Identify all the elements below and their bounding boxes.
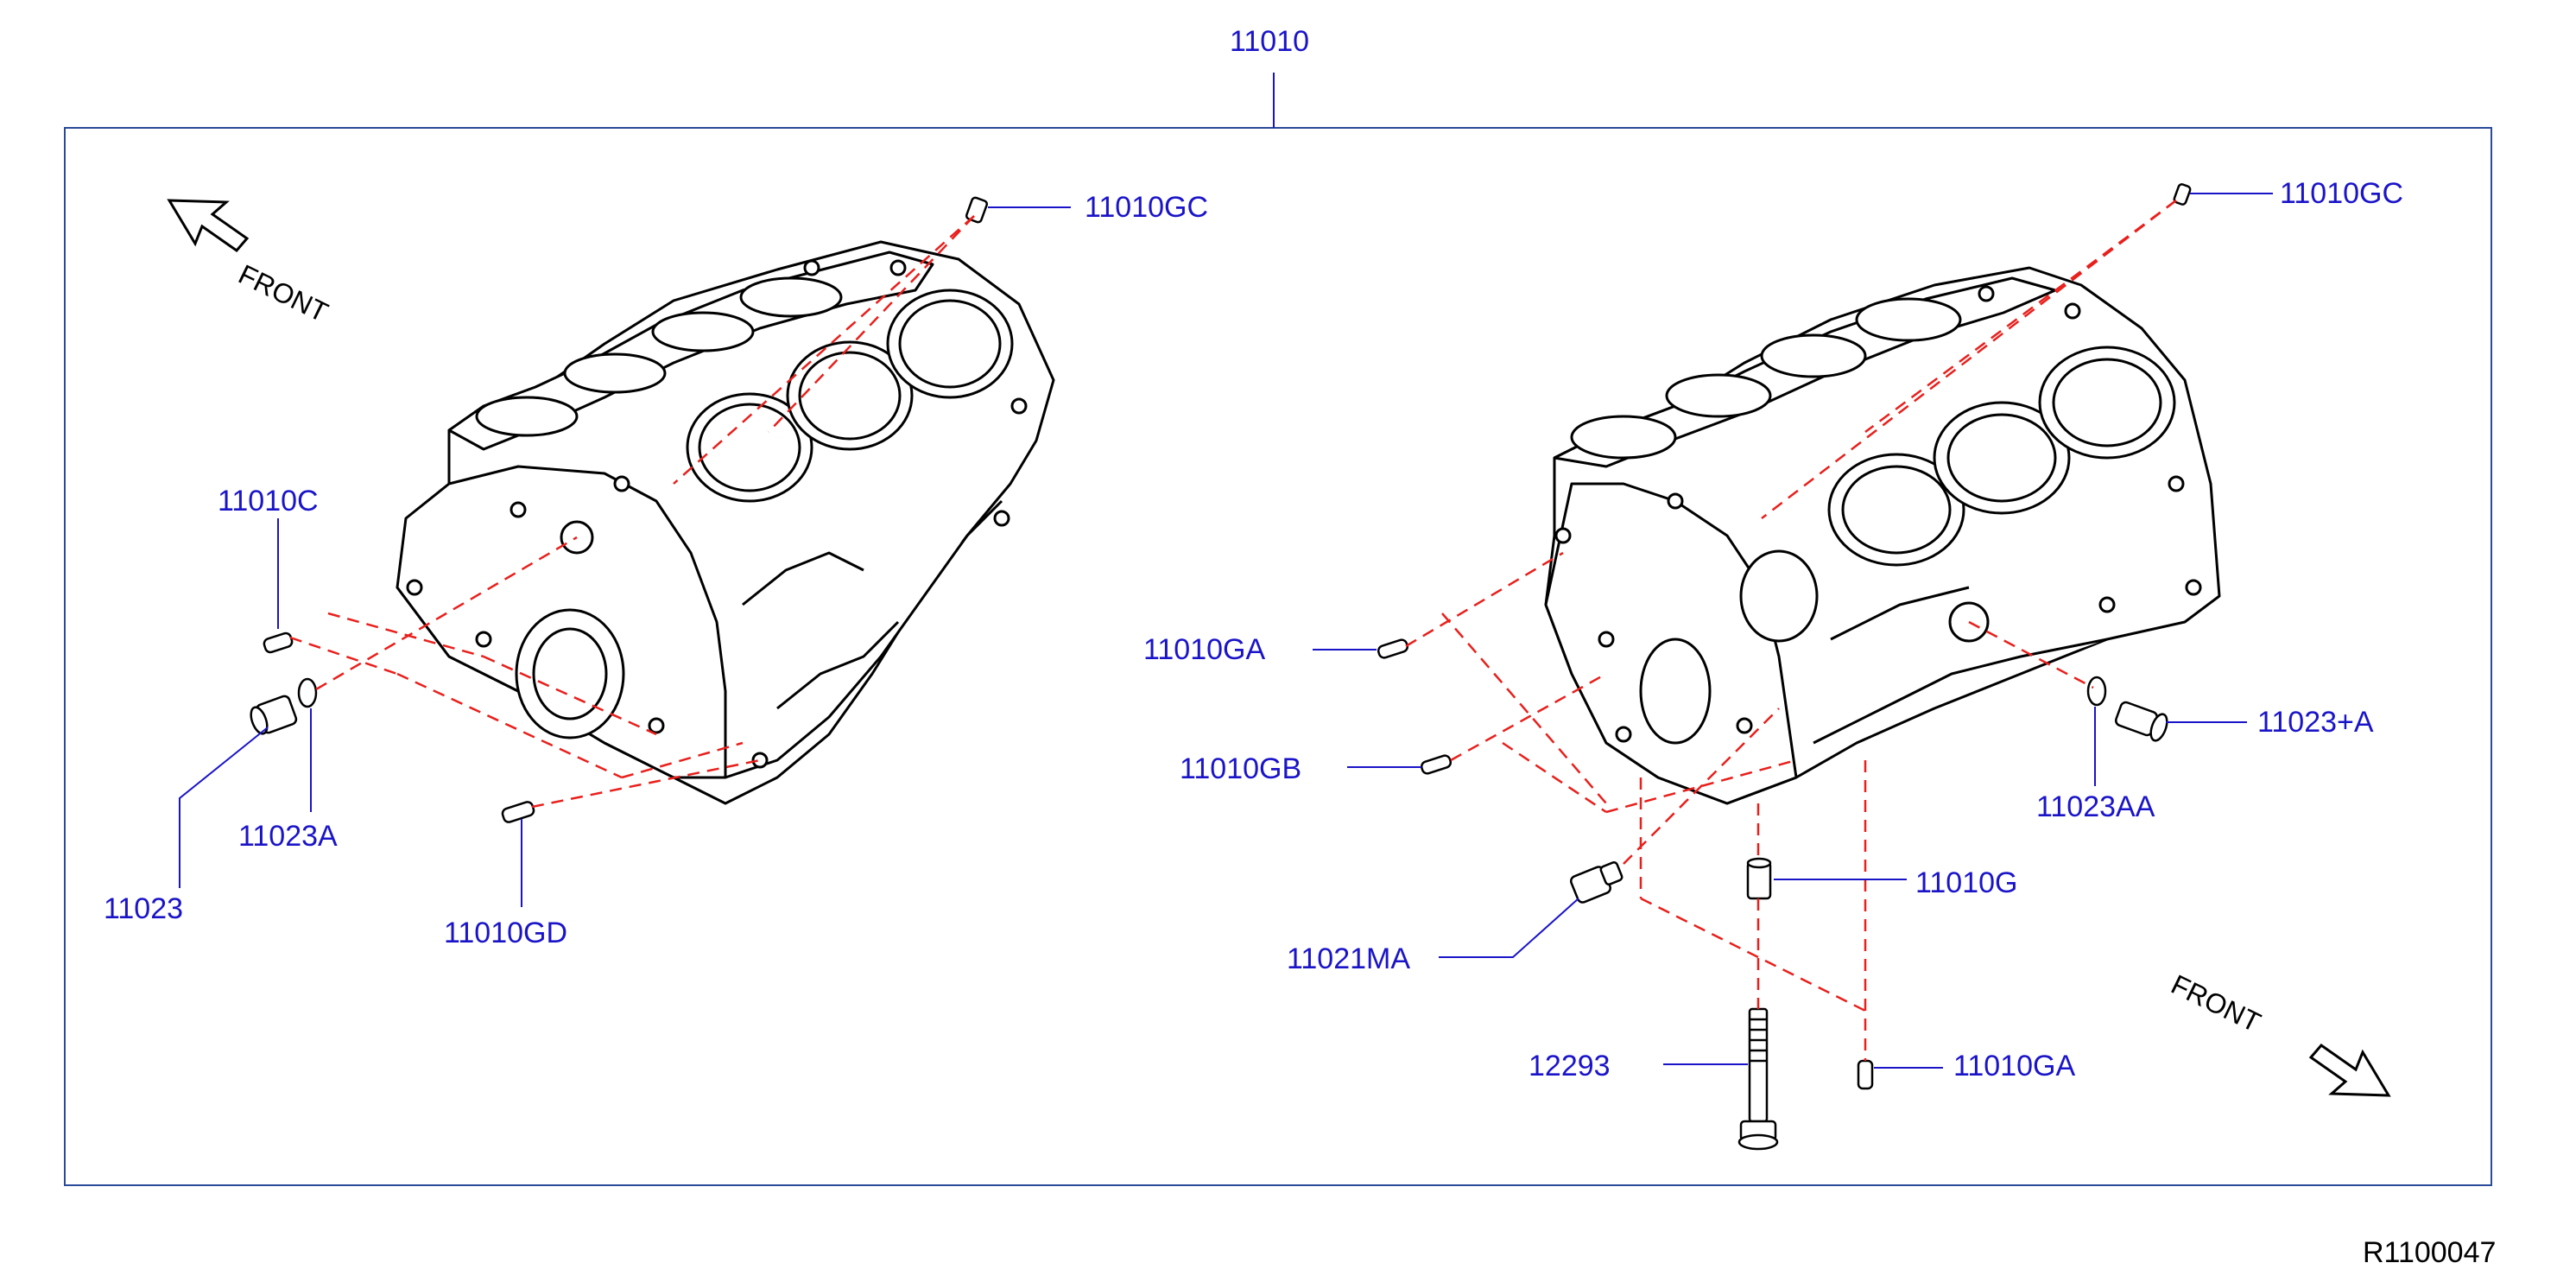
bolt-12293-right-icon bbox=[1737, 1007, 1779, 1151]
assembly-dashed-lines bbox=[289, 199, 2177, 1061]
plug-11023plusa-right-icon bbox=[2114, 701, 2168, 742]
dowel-11010ga-upper-right-icon bbox=[1377, 638, 1409, 659]
callout-11010c-left: 11010C bbox=[218, 485, 319, 517]
dowel-11010gc-right-icon bbox=[2173, 183, 2192, 206]
plug-11021ma-right-icon bbox=[1570, 861, 1623, 904]
callout-11010ga-lower-right: 11010GA bbox=[1953, 1050, 2076, 1082]
washer-11023aa-right-icon bbox=[2086, 676, 2107, 707]
callout-11023a-left: 11023A bbox=[238, 820, 338, 853]
callout-11023-left: 11023 bbox=[104, 892, 184, 925]
front-arrow-left-icon bbox=[167, 199, 250, 253]
callout-leader-lines bbox=[179, 193, 2273, 1069]
callout-11010ga-upper-right: 11010GA bbox=[1143, 633, 1266, 666]
dowel-11010gb-right-icon bbox=[1420, 754, 1453, 775]
callout-11023aa-right: 11023AA bbox=[2036, 790, 2155, 823]
callout-11010gd-left: 11010GD bbox=[444, 917, 568, 949]
dowel-11010c-left-icon bbox=[263, 631, 294, 654]
dowel-11010gd-left-icon bbox=[501, 801, 535, 823]
callout-12293-right: 12293 bbox=[1529, 1050, 1611, 1082]
callout-11023plusa-right: 11023+A bbox=[2257, 706, 2374, 739]
washer-11023a-left-icon bbox=[297, 677, 318, 708]
diagram-code: R1100047 bbox=[2363, 1236, 2497, 1269]
assembly-frame bbox=[64, 127, 2492, 1186]
plug-11023-left-icon bbox=[250, 695, 298, 735]
dowel-11010gc-left-icon bbox=[965, 196, 989, 224]
assembly-callout: 11010 bbox=[1230, 25, 1310, 58]
engine-block-left-drawing bbox=[396, 240, 1055, 805]
sleeve-11010g-right-icon bbox=[1746, 857, 1772, 900]
callout-11010gc-left: 11010GC bbox=[1085, 191, 1209, 224]
front-arrow-right-icon bbox=[2308, 1043, 2391, 1097]
callout-11010g-right: 11010G bbox=[1915, 866, 2018, 899]
callout-11010gb-right: 11010GB bbox=[1180, 752, 1302, 785]
callout-11021ma-right: 11021MA bbox=[1287, 942, 1411, 975]
callout-11010gc-right: 11010GC bbox=[2280, 177, 2404, 210]
engine-block-right-drawing bbox=[1544, 266, 2221, 805]
dowel-11010ga-lower-right-icon bbox=[1857, 1059, 1874, 1090]
